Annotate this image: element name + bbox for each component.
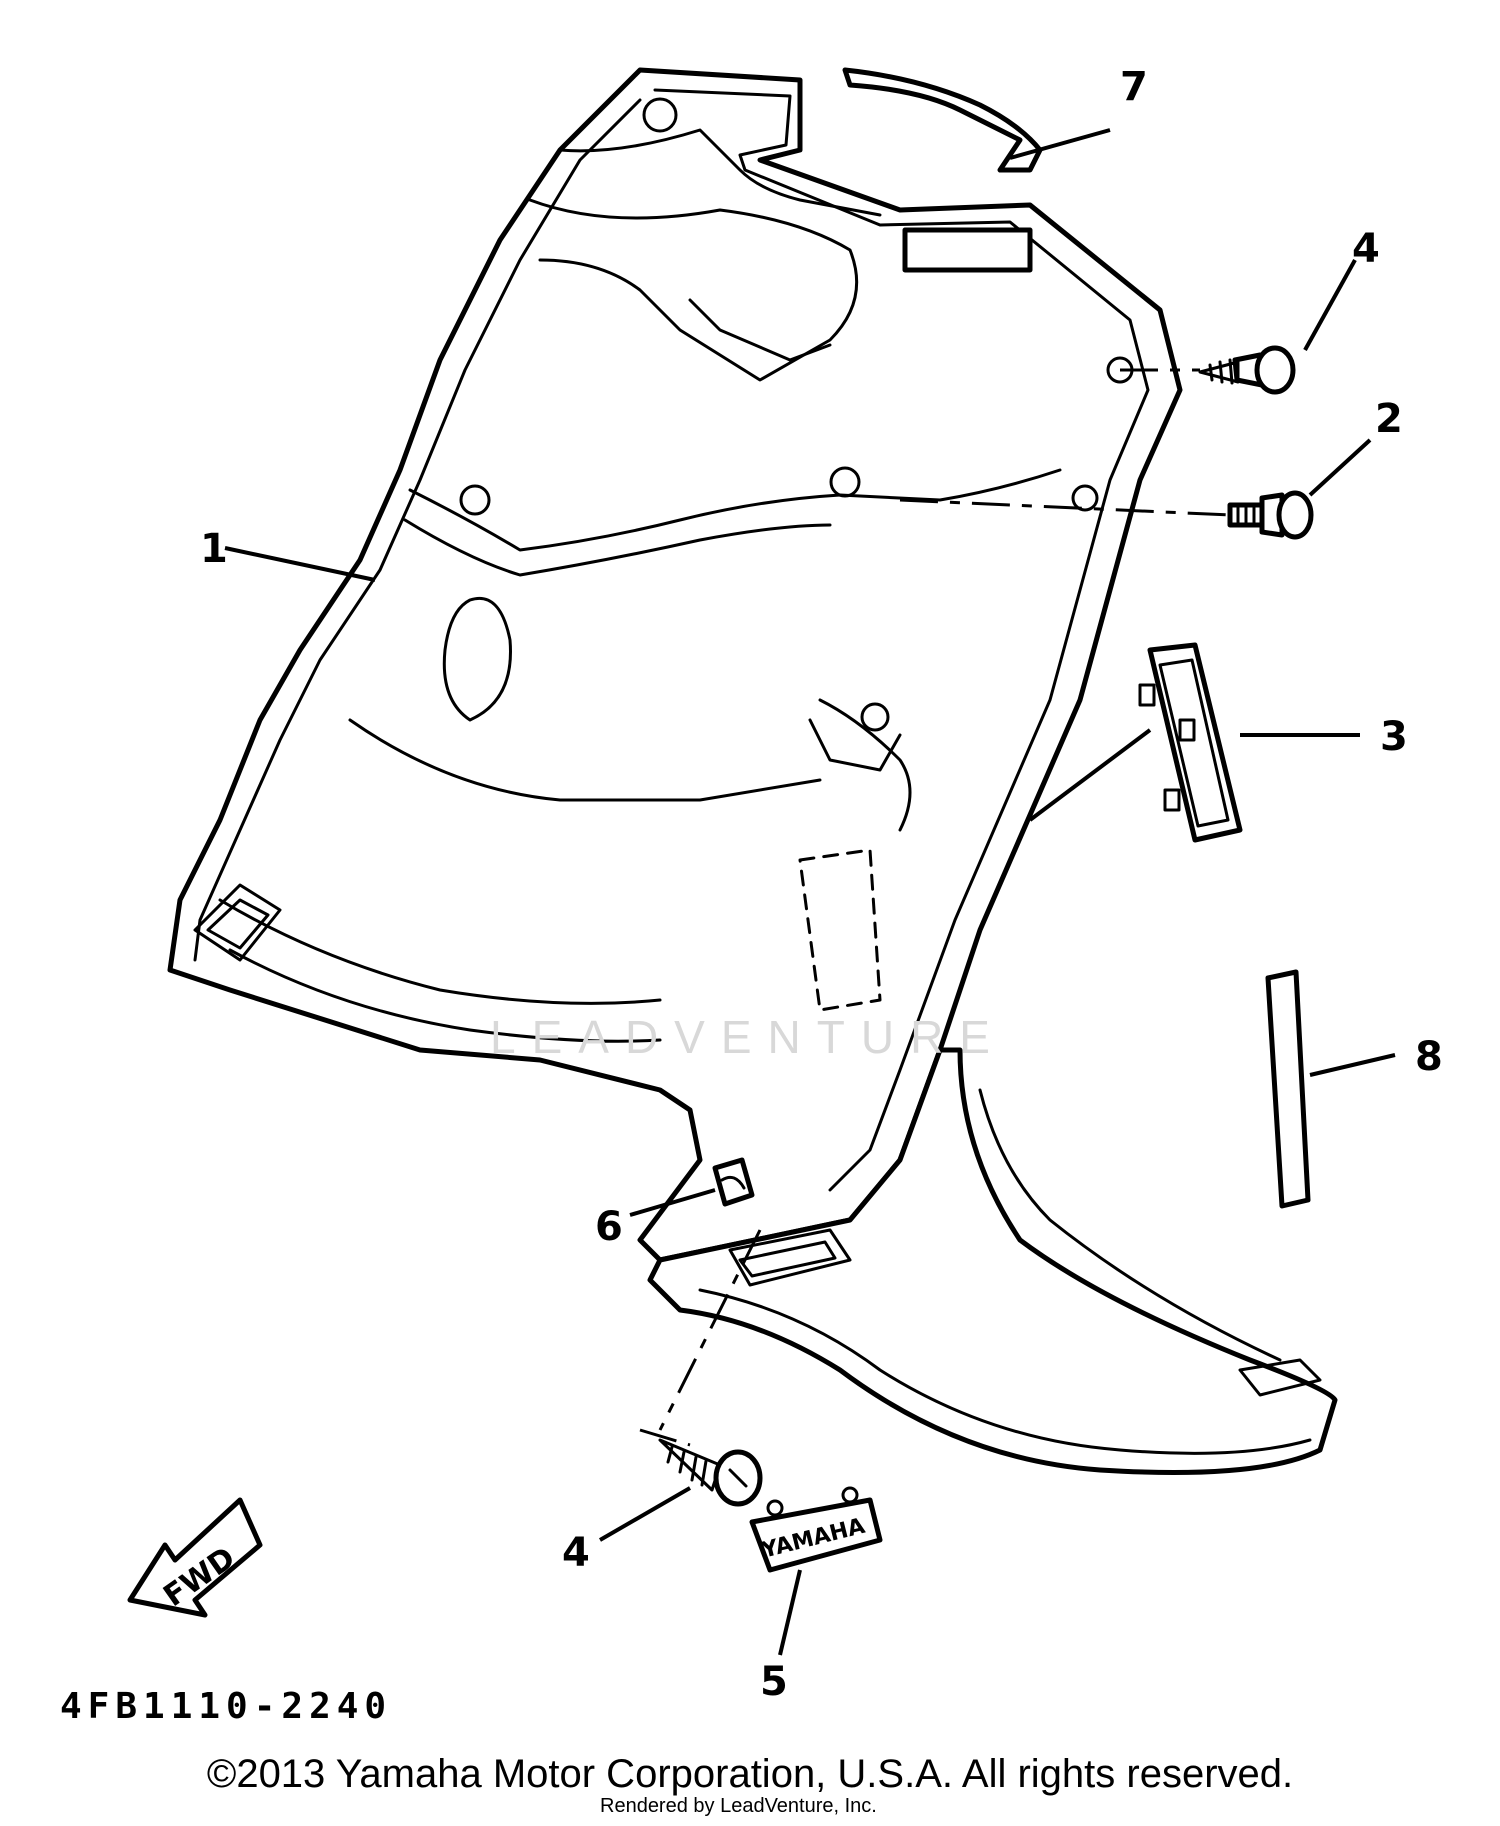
- callout-labels: 1 2 3 4 4 5 6 7 8: [200, 64, 1443, 1705]
- callout-7: 7: [1120, 64, 1148, 110]
- reflector-strip: [1265, 969, 1311, 1209]
- callout-2: 2: [1375, 396, 1403, 442]
- rendered-by-credit: Rendered by LeadVenture, Inc.: [600, 1795, 877, 1817]
- leader-lines: [224, 128, 1396, 1656]
- yamaha-emblem: YAMAHA: [749, 1486, 883, 1573]
- callout-6: 6: [595, 1204, 623, 1250]
- screw-top: [1198, 345, 1296, 395]
- callout-5: 5: [760, 1659, 788, 1705]
- side-plate: [1138, 642, 1243, 843]
- callout-3: 3: [1380, 714, 1408, 760]
- watermark: LEADVENTURE: [490, 1011, 1006, 1063]
- lower-skirt: [647, 1047, 1338, 1475]
- callout-8: 8: [1415, 1034, 1443, 1080]
- copyright-notice: ©2013 Yamaha Motor Corporation, U.S.A. A…: [206, 1752, 1294, 1796]
- leg-shield: [167, 67, 1183, 1263]
- screw-bottom: [658, 1438, 763, 1507]
- callout-4-top: 4: [1352, 226, 1380, 272]
- bolt: [1227, 490, 1314, 540]
- clip: [712, 1157, 755, 1207]
- diagram-part-code: 4FB1110-2240: [60, 1686, 392, 1727]
- top-trim-strip: [842, 67, 1043, 273]
- callout-4-bottom: 4: [562, 1530, 590, 1576]
- fwd-arrow-icon: FWD: [127, 1497, 263, 1618]
- assembly-lines: [639, 368, 1231, 1447]
- callout-1: 1: [200, 526, 228, 572]
